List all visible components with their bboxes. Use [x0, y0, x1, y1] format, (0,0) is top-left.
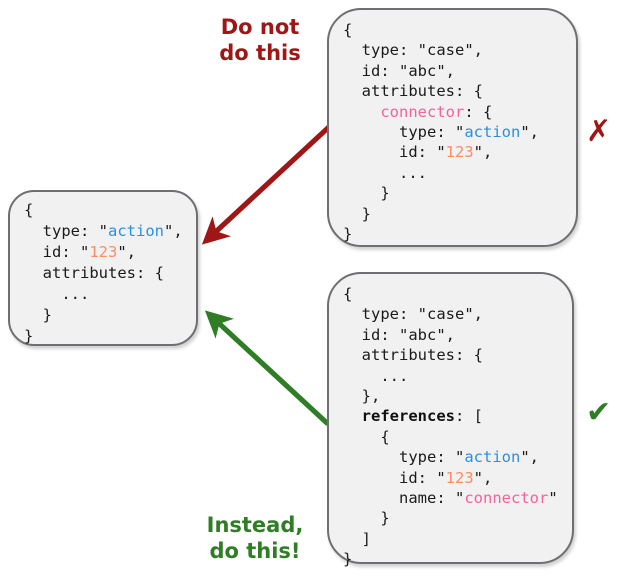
code-good-example: { type: "case", id: "abc", attributes: {…	[343, 285, 558, 569]
good-arrow	[204, 310, 330, 426]
code-box-bad-example: { type: "case", id: "abc", attributes: {…	[327, 8, 578, 247]
code-box-good-example: { type: "case", id: "abc", attributes: {…	[327, 272, 574, 568]
check-mark-icon: ✔	[586, 395, 612, 430]
code-action-object: { type: "action", id: "123", attributes:…	[24, 201, 183, 345]
cross-mark-icon: ✗	[586, 114, 612, 149]
caption-instead-do-this: Instead, do this!	[206, 513, 304, 563]
code-bad-example: { type: "case", id: "abc", attributes: {…	[343, 21, 539, 244]
caption-do-not-do-this: Do not do this	[219, 15, 301, 65]
bad-arrow	[201, 124, 332, 245]
code-box-action-object: { type: "action", id: "123", attributes:…	[8, 190, 198, 346]
